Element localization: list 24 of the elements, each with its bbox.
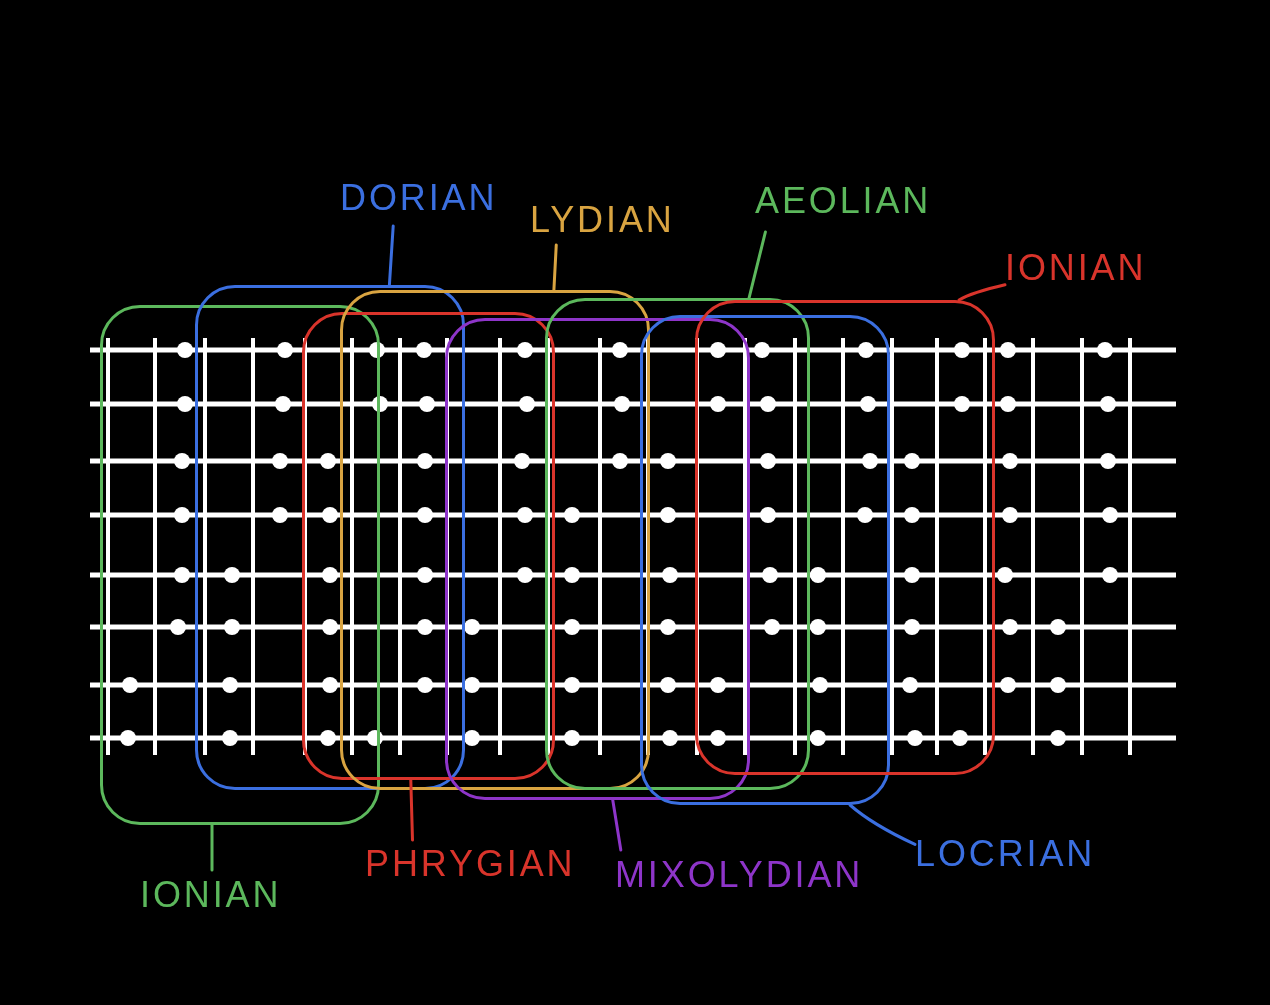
mode-label: LOCRIAN xyxy=(915,836,1096,872)
leader-line xyxy=(611,798,623,852)
mode-label: AEOLIAN xyxy=(755,183,932,219)
mode-label: DORIAN xyxy=(340,180,498,216)
mode-outline xyxy=(302,312,555,780)
leader-line xyxy=(957,283,1007,302)
mode-label: MIXOLYDIAN xyxy=(615,857,864,893)
mode-outline xyxy=(545,298,810,790)
leader-line xyxy=(747,230,767,300)
leader-line xyxy=(552,243,558,292)
leader-line xyxy=(848,803,917,846)
mode-label: IONIAN xyxy=(1005,250,1147,286)
mode-outline xyxy=(640,315,890,805)
mode-label: IONIAN xyxy=(140,877,282,913)
mode-outline xyxy=(100,305,380,825)
leader-line xyxy=(409,778,414,842)
mode-label: PHRYGIAN xyxy=(365,846,576,882)
mode-outline xyxy=(195,285,465,790)
leader-line xyxy=(210,823,214,872)
mode-outline xyxy=(695,300,995,775)
mode-label: LYDIAN xyxy=(530,202,675,238)
mode-outline xyxy=(445,318,750,800)
mode-outline xyxy=(340,290,650,790)
leader-line xyxy=(387,224,395,287)
